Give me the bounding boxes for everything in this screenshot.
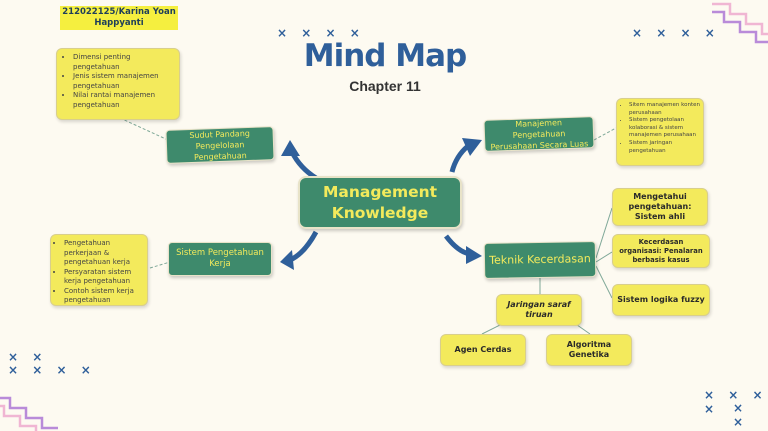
- decor-x-bottom-right-1: × × × ×: [704, 388, 768, 416]
- sistem-detail-list: Pengetahuan perkerjaan & pengetahuan ker…: [50, 234, 148, 306]
- decor-x-bottom-right-2: × ×: [733, 401, 749, 429]
- node-agen-cerdas: Agen Cerdas: [440, 334, 526, 366]
- node-management-knowledge: Management Knowledge: [298, 176, 462, 229]
- node-jaringan-saraf: Jaringan saraf tiruan: [496, 294, 582, 326]
- node-algoritma-genetika: Algoritma Genetika: [546, 334, 632, 366]
- connector-manajemen-list: [593, 127, 617, 141]
- node-sistem-ahli: Mengetahui pengetahuan: Sistem ahli: [612, 188, 708, 226]
- list-item: Sistem jaringan pengetahuan: [629, 140, 700, 155]
- decor-x-bottom-left-1: × ×: [8, 350, 48, 364]
- list-item: Contoh sistem kerja pengetahuan: [64, 287, 144, 306]
- connector-sudut-list: [119, 117, 169, 141]
- connector-sistem-list: [149, 261, 171, 269]
- connector-teknik-kasus: [595, 251, 613, 263]
- manajemen-detail-list: Sitem manajemen konten perusahaan Sistem…: [616, 98, 704, 166]
- connector-teknik-ahli: [595, 207, 613, 259]
- zigzag-bottom-left: [0, 396, 58, 431]
- list-item: Dimensi penting pengetahuan: [73, 53, 175, 72]
- page-subtitle: Chapter 11: [349, 78, 421, 94]
- decor-x-top-right: × × × ×: [632, 26, 720, 40]
- node-penalaran-kasus: Kecerdasan organisasi: Penalaran berbasi…: [612, 234, 710, 268]
- connector-teknik-fuzzy: [595, 265, 613, 299]
- list-item: Pengetahuan perkerjaan & pengetahuan ker…: [64, 239, 144, 268]
- author-label: 212022125/Karina Yoan Happyanti: [60, 6, 178, 30]
- node-manajemen-pengetahuan: Manajemen Pengetahuan Perusahaan Secara …: [483, 116, 595, 152]
- arrow-to-manajemen: [449, 138, 482, 173]
- list-item: Nilai rantai manajemen pengetahuan: [73, 91, 175, 110]
- arrow-to-sudut: [281, 140, 318, 181]
- node-teknik-kecerdasan: Teknik Kecerdasan: [483, 241, 597, 279]
- decor-x-bottom-left-2: × × × ×: [8, 363, 96, 377]
- list-item: Sistem pengetolaan kolaborasi & sistem m…: [629, 117, 700, 140]
- arrow-to-sistem: [280, 230, 319, 270]
- decor-x-top-left: × × × ×: [277, 26, 365, 40]
- page-title: Mind Map: [303, 38, 468, 74]
- list-item: Sitem manajemen konten perusahaan: [629, 102, 700, 117]
- list-item: Persyaratan sistem kerja pengetahuan: [64, 268, 144, 287]
- sudut-detail-list: Dimensi penting pengetahuan Jenis sistem…: [56, 48, 180, 120]
- node-sudut-pandang: Sudut Pandang Pengelolaan Pengetahuan: [165, 126, 275, 164]
- node-sistem-pengetahuan-kerja: Sistem Pengetahuan Kerja: [168, 242, 272, 276]
- arrow-to-teknik: [444, 234, 482, 264]
- node-logika-fuzzy: Sistem logika fuzzy: [612, 284, 710, 316]
- list-item: Jenis sistem manajemen pengetahuan: [73, 72, 175, 91]
- zigzag-top-right: [712, 2, 768, 44]
